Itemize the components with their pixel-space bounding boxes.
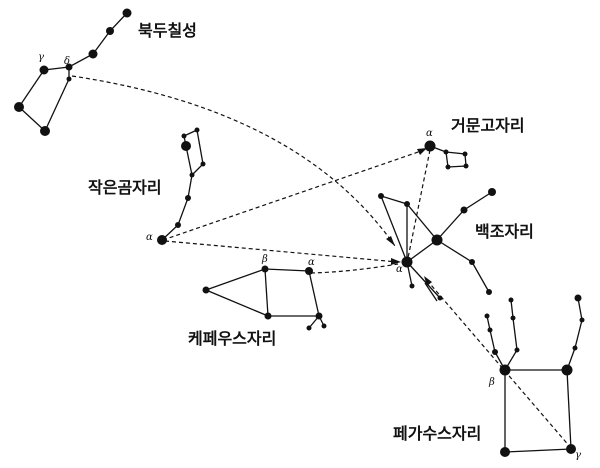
gamma-pegasus-label: γ [575, 450, 581, 461]
little-dipper-constellation: α 작은곰자리 [88, 127, 206, 245]
big-dipper-label: 북두칠성 [138, 21, 197, 40]
delta-dipper-label: δ [64, 56, 70, 67]
lyra-constellation: α 거문고자리 [424, 116, 525, 170]
cepheus-label: 케페우스자리 [188, 329, 276, 348]
pointer-arrows [71, 75, 572, 449]
alpha-cepheus-label: α [308, 257, 315, 268]
cepheus-constellation: β α 케페우스자리 [188, 254, 327, 348]
arrowhead-vega [417, 148, 427, 155]
cygnus-label: 백조자리 [475, 222, 534, 241]
beta-pegasus-label: β [488, 377, 495, 388]
arrow-pegasus-to-deneb [424, 277, 572, 449]
little-dipper-label: 작은곰자리 [88, 178, 162, 197]
lyra-label: 거문고자리 [451, 116, 525, 135]
arrow-dipper-to-deneb [71, 75, 396, 247]
cygnus-constellation: α 백조자리 [378, 188, 534, 301]
beta-cepheus-label: β [261, 254, 268, 265]
gamma-dipper-label: γ [38, 52, 44, 63]
big-dipper-constellation: γ δ 북두칠성 [14, 8, 197, 136]
pegasus-constellation: β γ 페가수스자리 [393, 282, 585, 461]
arrowhead-deneb-1 [386, 236, 395, 246]
arrow-cepheus-to-deneb [310, 263, 399, 274]
arrow-polaris-to-deneb [164, 240, 399, 263]
alpha-lyra-label: α [426, 128, 433, 139]
alpha-polaris-label: α [146, 232, 153, 243]
pegasus-label: 페가수스자리 [393, 424, 481, 443]
arrowhead-pegasus [424, 276, 432, 286]
line-vega-deneb [407, 149, 431, 259]
alpha-cygnus-label: α [396, 264, 403, 275]
arrowhead-deneb-2 [391, 258, 401, 265]
